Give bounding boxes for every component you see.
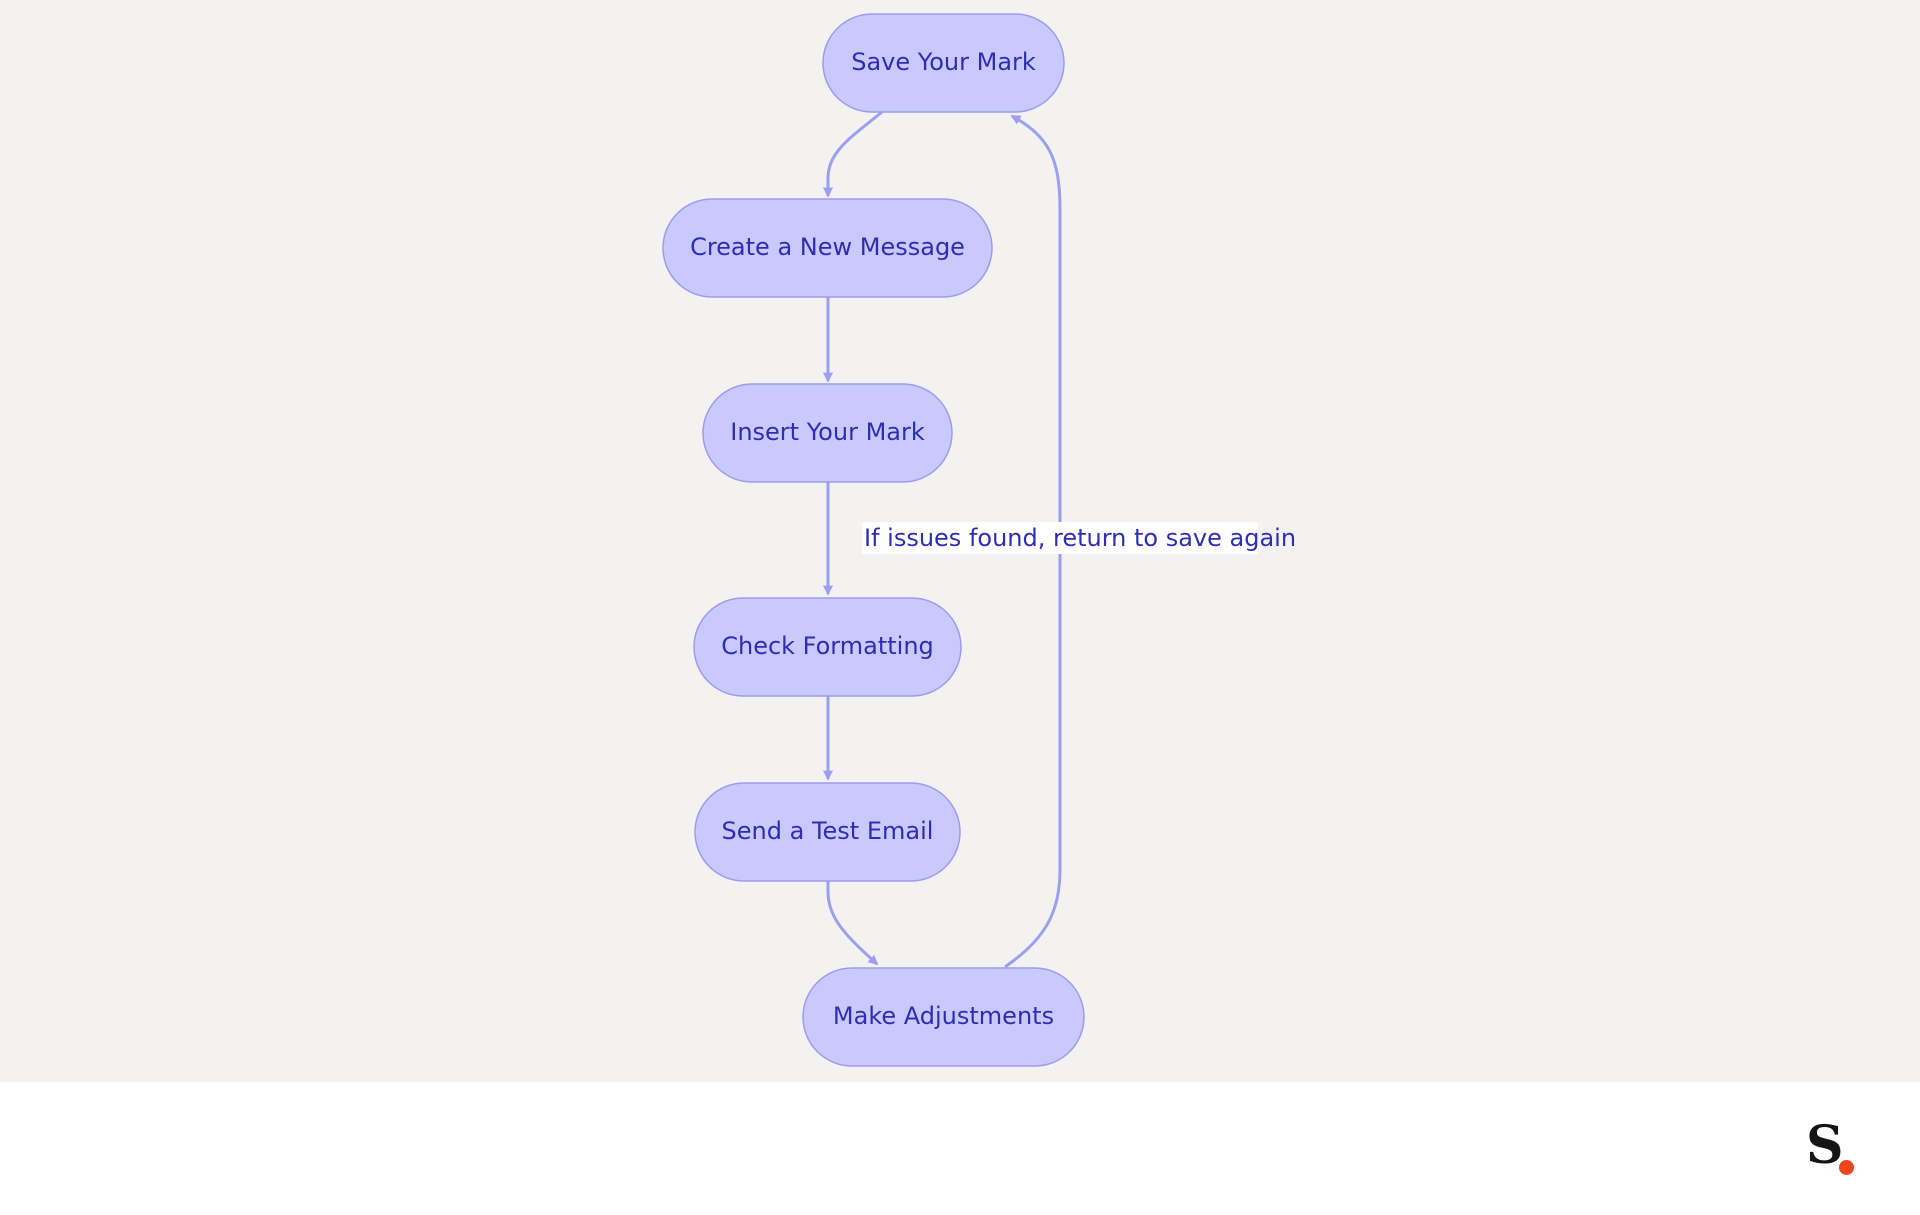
- flowchart: If issues found, return to save again Sa…: [662, 13, 1296, 1067]
- footer: [0, 1082, 1920, 1215]
- edge-adjust-to-save: [1004, 114, 1062, 969]
- node-make-adjustments: Make Adjustments: [802, 967, 1085, 1067]
- logo-dot-icon: [1839, 1160, 1854, 1175]
- node-create-a-new-message: Create a New Message: [662, 198, 993, 298]
- node-send-a-test-email: Send a Test Email: [694, 782, 961, 882]
- node-label: Check Formatting: [721, 632, 934, 660]
- node-insert-your-mark: Insert Your Mark: [702, 383, 953, 483]
- edge-send-to-adjust: [826, 881, 879, 966]
- edge-label-loop: If issues found, return to save again: [862, 522, 1296, 554]
- node-check-formatting: Check Formatting: [693, 597, 962, 697]
- node-label: Insert Your Mark: [730, 418, 925, 446]
- logo-letter: S: [1806, 1115, 1844, 1176]
- node-save-your-mark: Save Your Mark: [822, 13, 1065, 113]
- node-label: Create a New Message: [690, 233, 965, 261]
- brand-logo: S: [1806, 1120, 1866, 1178]
- edge-save-to-create: [823, 110, 883, 198]
- node-label: Send a Test Email: [722, 817, 934, 845]
- edge-label-text: If issues found, return to save again: [864, 524, 1296, 552]
- node-label: Make Adjustments: [833, 1002, 1054, 1030]
- node-label: Save Your Mark: [851, 48, 1036, 76]
